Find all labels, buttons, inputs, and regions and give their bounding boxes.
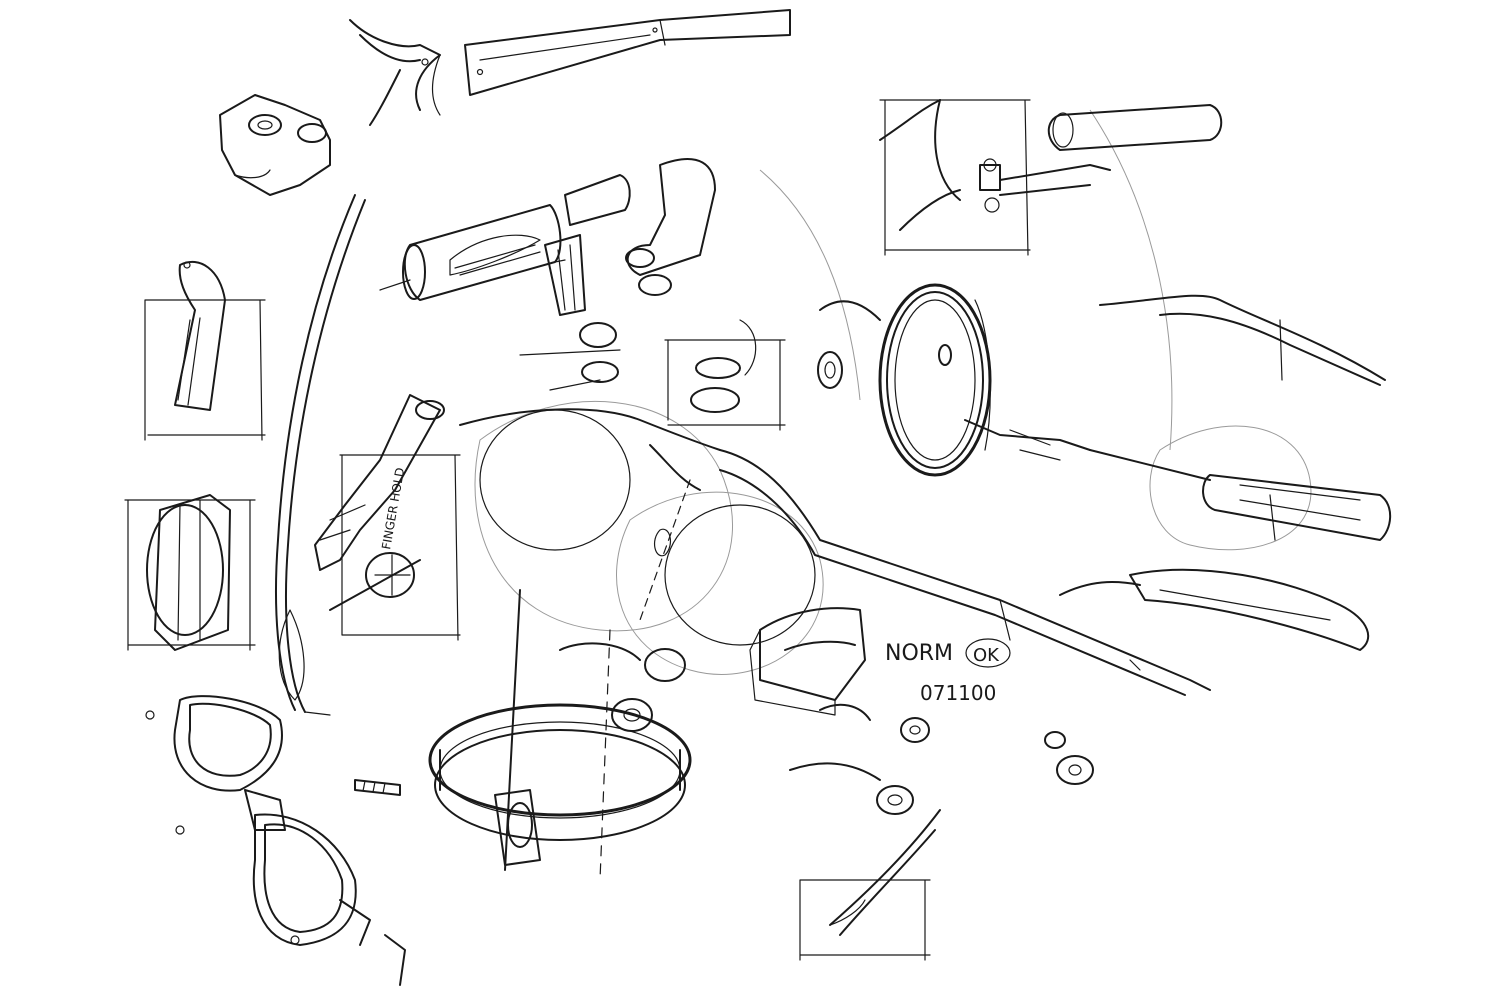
signature-name: NORM [885, 641, 953, 666]
temple-handle-right [1089, 449, 1392, 541]
nose-pad-arm [519, 234, 621, 391]
approval-mark: OK [973, 645, 1000, 666]
rect-frame-perspective [145, 695, 406, 986]
folded-holder-detail [124, 494, 256, 651]
finger-hold-label: FINGER HOLD [379, 466, 407, 550]
finger-hold-sketch: FINGER HOLD [314, 394, 461, 641]
sign-off-block: NORM OK 071100 [885, 638, 1011, 705]
date-code: 071100 [920, 681, 996, 705]
nose-pad-tube [625, 158, 716, 296]
hinge-block [219, 94, 331, 196]
temple-arm-top [464, 9, 791, 96]
temple-curve-lower-right [1059, 568, 1370, 651]
clamp-ring [428, 589, 692, 881]
construction-lines [474, 109, 1312, 675]
temple-curve-upper-right [1099, 294, 1386, 386]
washer-parts [789, 703, 1094, 815]
lens-section-block [749, 607, 866, 716]
main-frame-sketch [459, 408, 1211, 696]
round-lens-clamp [817, 283, 1091, 477]
grip-handle [379, 174, 631, 301]
temple-tip-detail [144, 260, 266, 441]
hinge-assembly-box [879, 99, 1223, 256]
curved-temple-left [275, 194, 366, 716]
screw-detail [354, 779, 401, 796]
nose-pad-box [664, 319, 786, 431]
temple-tip-box [799, 809, 941, 961]
bridge-y-piece [349, 19, 441, 126]
